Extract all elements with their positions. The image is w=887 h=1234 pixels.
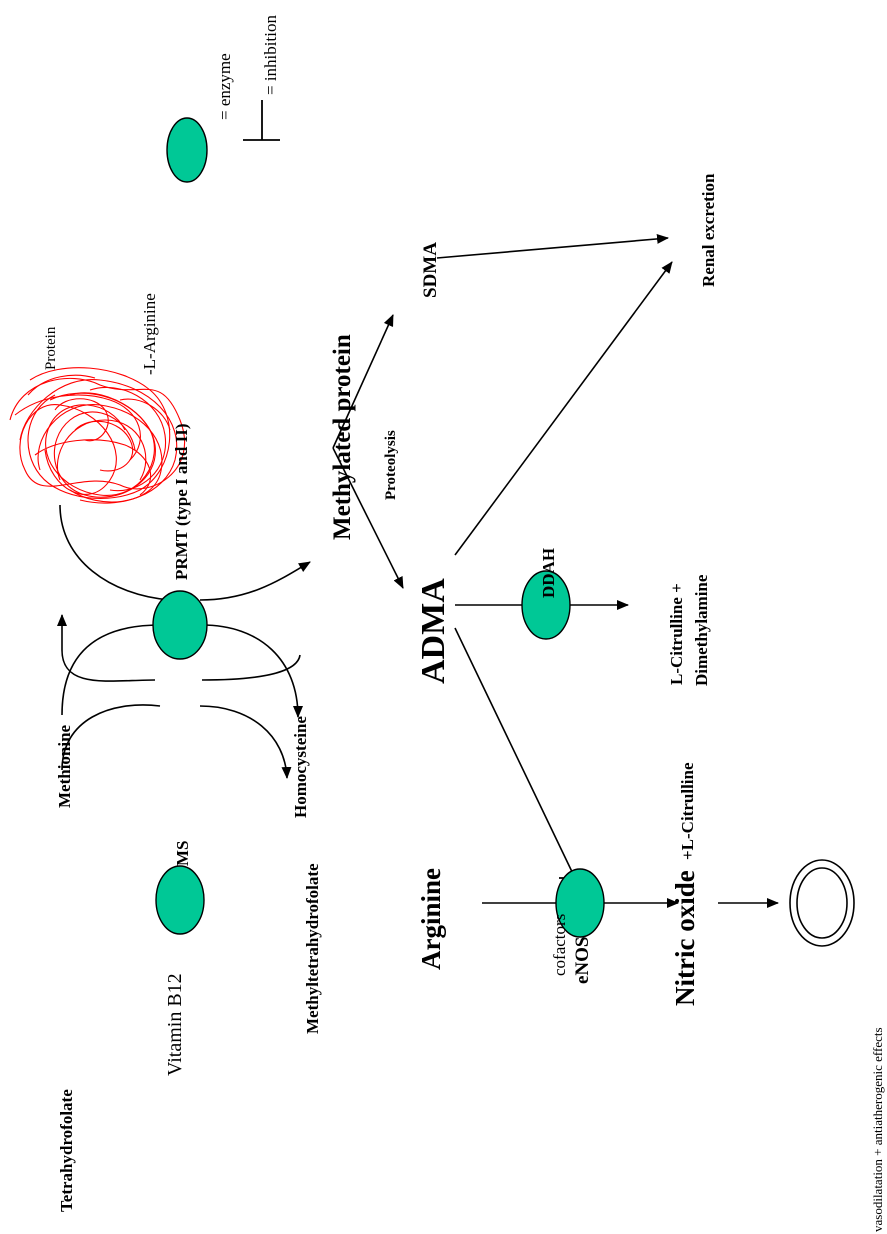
prmt-enzyme xyxy=(152,590,208,660)
protein-scribble xyxy=(9,367,186,504)
label-methyltetrahydrofolate: Methyltetrahydrofolate xyxy=(303,863,322,1034)
protein-to-prmt-arc xyxy=(59,504,171,601)
label-renal-excretion: Renal excretion xyxy=(699,173,718,287)
label-vitamin-b12: Vitamin B12 xyxy=(164,973,186,1076)
label-arginine: Arginine xyxy=(416,868,446,970)
adma-to-renal-arrow xyxy=(454,261,673,556)
label-nitric-oxide: Nitric oxide xyxy=(670,870,700,1006)
legend-inhibition-icon xyxy=(243,100,280,141)
label-tetrahydrofolate: Tetrahydrofolate xyxy=(57,1089,76,1212)
enos-enzyme xyxy=(555,868,605,938)
ddah-enzyme xyxy=(521,570,571,640)
label-ddah: DDAH xyxy=(539,548,558,598)
legend-enzyme-text: = enzyme xyxy=(215,53,234,120)
label-proteolysis: Proteolysis xyxy=(383,430,399,500)
prmt-to-homocysteine-arrow xyxy=(201,624,303,718)
label-methionine: Methionine xyxy=(55,724,74,808)
legend-enzyme-icon xyxy=(166,117,208,183)
label-protein: Protein xyxy=(43,326,59,370)
label-adma: ADMA xyxy=(415,578,452,684)
methylated-to-sdma-arrow xyxy=(332,314,394,449)
label-l-arginine: -L-Arginine xyxy=(140,293,159,375)
label-plus-l-citrulline: +L-Citrulline xyxy=(678,762,697,860)
methylated-to-adma-arrow xyxy=(332,447,404,589)
label-cofactors: cofactors xyxy=(550,914,569,976)
methyltetrahydrofolate-arrow xyxy=(199,705,292,779)
methionine-to-prmt-arc xyxy=(61,624,161,716)
label-enos: eNOS xyxy=(572,937,593,985)
label-homocysteine: Homocysteine xyxy=(291,716,310,818)
label-methylated-protein: Methylated protein xyxy=(329,334,356,540)
label-l-citrulline: L-Citrulline + xyxy=(667,583,686,685)
prmt-to-methylated-protein-arrow xyxy=(199,561,311,601)
ms-to-methionine-arrow xyxy=(57,614,156,682)
ms-enzyme xyxy=(155,865,205,935)
label-dimethylamine: Dimethylamine xyxy=(692,574,711,686)
legend-inhibition-text: = inhibition xyxy=(261,15,280,95)
label-effects: vasodilatation + antiatherogenic effects xyxy=(870,1027,885,1232)
vessel-inner-ring xyxy=(796,867,848,939)
label-sdma: SDMA xyxy=(420,242,441,298)
tetrahydrofolate-arc xyxy=(61,704,161,771)
sdma-to-renal-arrow xyxy=(436,233,669,259)
label-prmt: PRMT (type I and II) xyxy=(172,424,191,580)
adma-inhibition-line xyxy=(454,627,576,879)
vessel-outer-ring xyxy=(789,859,855,947)
label-ms: MS xyxy=(173,841,192,867)
homocysteine-to-ms-arc xyxy=(201,654,301,681)
